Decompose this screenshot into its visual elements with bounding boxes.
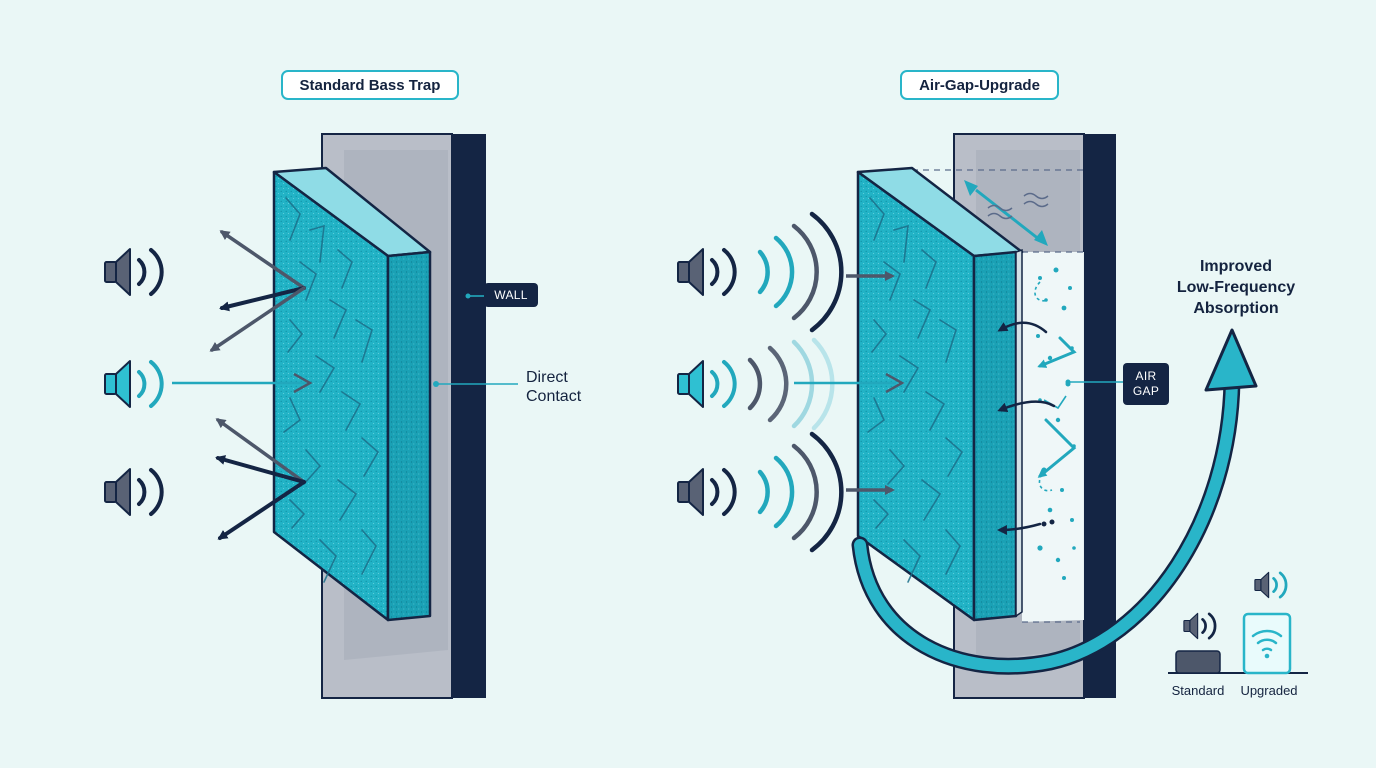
legend-upgraded-label: Upgraded bbox=[1240, 683, 1298, 698]
improved-absorption-label: Improved Low-Frequency Absorption bbox=[1176, 258, 1296, 317]
legend-upgraded-icon bbox=[1242, 571, 1292, 675]
air-gap-tag: AIR GAP bbox=[1123, 363, 1169, 405]
reflection-arrows bbox=[209, 230, 306, 540]
wall-tag: WALL bbox=[484, 283, 538, 307]
right-speaker-middle bbox=[677, 337, 835, 431]
direct-contact-callout bbox=[433, 293, 518, 387]
legend-standard-label: Standard bbox=[1171, 683, 1225, 698]
bounce-arrows bbox=[997, 321, 1077, 535]
left-speaker-top bbox=[104, 248, 164, 296]
incident-arrow-left bbox=[172, 372, 313, 394]
air-gap-arrows bbox=[964, 180, 1049, 246]
curved-arrow-icon bbox=[851, 328, 1258, 675]
right-bass-trap-panel bbox=[856, 166, 1024, 622]
left-bass-trap-panel bbox=[272, 166, 432, 622]
right-speaker-bottom bbox=[677, 431, 844, 553]
direct-contact-label: Direct Contact bbox=[526, 369, 582, 405]
left-speaker-bottom bbox=[104, 468, 164, 516]
air-gap-upgrade-title: Air-Gap-Upgrade bbox=[900, 70, 1059, 100]
incident-arrows-right bbox=[794, 271, 905, 495]
left-speaker-middle bbox=[104, 360, 164, 408]
wifi-waves-icon bbox=[1251, 629, 1283, 652]
right-speaker-top bbox=[677, 211, 844, 333]
air-gap-callout bbox=[1065, 379, 1123, 385]
standard-bass-trap-title: Standard Bass Trap bbox=[281, 70, 459, 100]
